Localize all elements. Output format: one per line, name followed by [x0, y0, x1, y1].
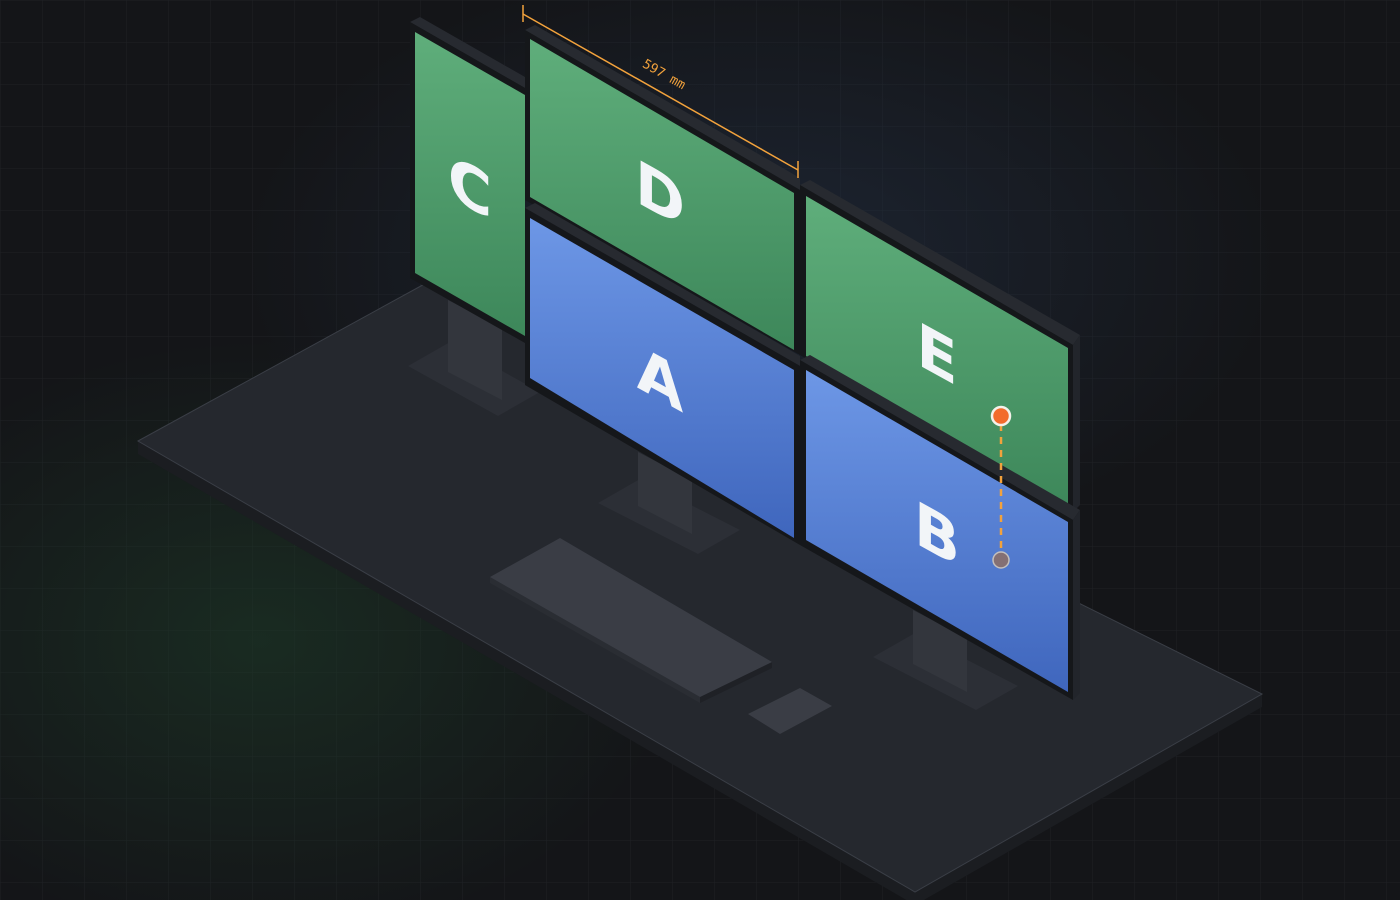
screen	[806, 370, 1068, 692]
screen	[530, 39, 794, 350]
bezel-side	[800, 180, 1080, 345]
monitor-stand-center	[598, 452, 740, 554]
screen	[415, 32, 525, 336]
bezel-side	[525, 25, 800, 190]
offset-marker-top[interactable]	[990, 405, 1012, 427]
bezel-side	[410, 17, 525, 88]
monitor-stand-left	[408, 300, 540, 416]
bezel-side-right	[1073, 335, 1080, 512]
monitor-C[interactable]: C	[410, 17, 525, 343]
dimension-line	[522, 13, 799, 171]
monitor-stand-right	[873, 610, 1018, 710]
bezel-side	[800, 355, 1080, 520]
monitor-E[interactable]: E	[800, 180, 1080, 512]
mouse-pad	[748, 688, 832, 734]
monitor-B[interactable]: B	[800, 355, 1080, 700]
offset-marker-bottom[interactable]	[992, 551, 1010, 569]
bezel-side	[525, 203, 800, 366]
desk	[136, 280, 1264, 900]
screen	[530, 218, 794, 538]
monitor-A[interactable]: A	[525, 203, 800, 545]
bezel-side-right	[1073, 510, 1080, 700]
screen	[806, 196, 1068, 508]
vertical-offset-marker[interactable]	[990, 405, 1012, 569]
monitor-D[interactable]: D	[525, 25, 800, 355]
desk-top	[136, 280, 1264, 893]
keyboard	[490, 538, 772, 703]
